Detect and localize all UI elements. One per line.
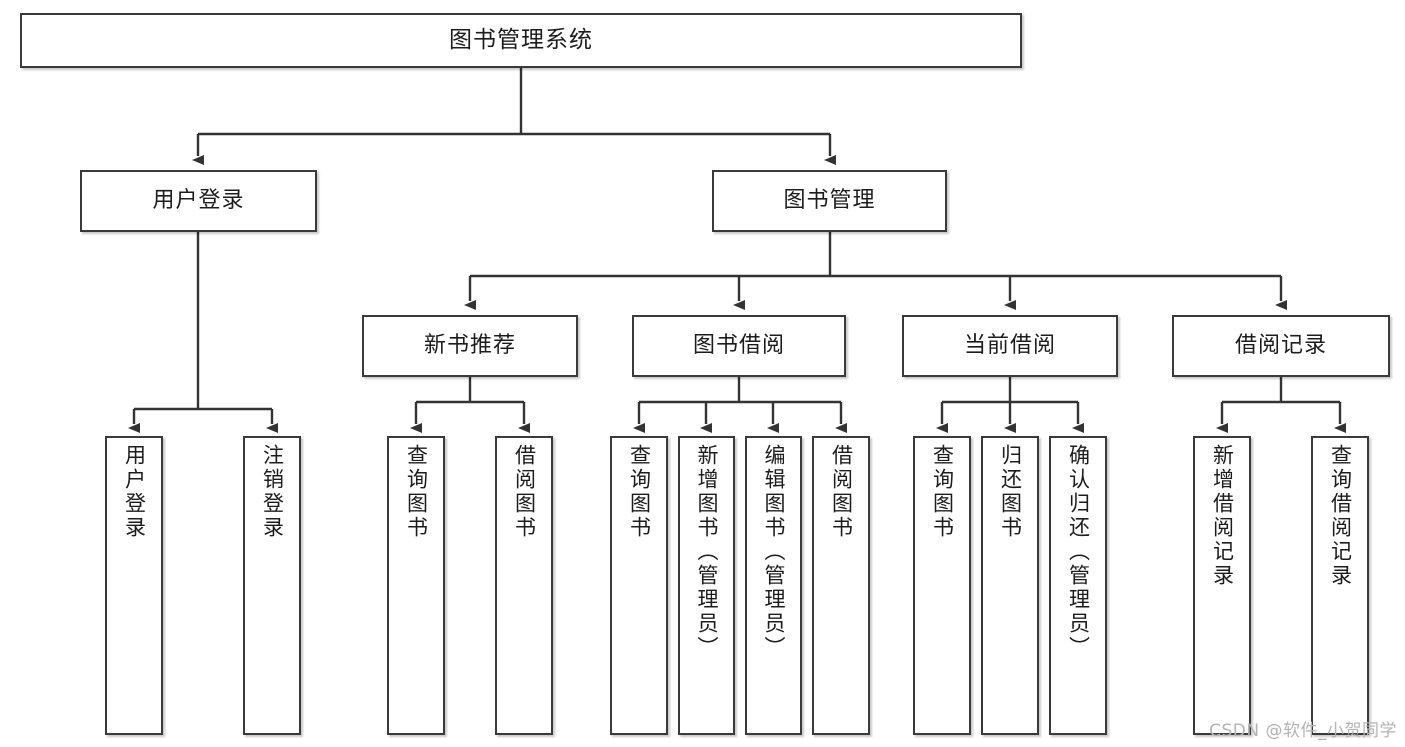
node-borrow-record[interactable]: 借阅记录 (1172, 315, 1390, 377)
node-book-management[interactable]: 图书管理 (712, 170, 947, 232)
leaf-query-book-borrow[interactable]: 查询图书 (610, 436, 668, 735)
leaf-logout[interactable]: 注销登录 (243, 436, 301, 735)
node-current-borrow[interactable]: 当前借阅 (902, 315, 1118, 377)
csdn-watermark: CSDN @软件_小贺同学 (1209, 721, 1397, 741)
node-new-book-recommend[interactable]: 新书推荐 (362, 315, 578, 377)
leaf-add-borrow-record[interactable]: 新增借阅记录 (1193, 436, 1251, 735)
node-book-borrow[interactable]: 图书借阅 (632, 315, 846, 377)
leaf-query-book-current[interactable]: 查询图书 (913, 436, 971, 735)
leaf-query-book-recommend[interactable]: 查询图书 (387, 436, 445, 735)
leaf-borrow-book-recommend[interactable]: 借阅图书 (495, 436, 553, 735)
leaf-edit-book-admin[interactable]: 编辑图书（管理员） (745, 436, 802, 735)
node-user-login[interactable]: 用户登录 (80, 170, 317, 232)
leaf-borrow-book[interactable]: 借阅图书 (812, 436, 870, 735)
leaf-confirm-return-admin[interactable]: 确认归还（管理员） (1049, 436, 1107, 735)
node-root-system[interactable]: 图书管理系统 (20, 13, 1022, 68)
leaf-return-book[interactable]: 归还图书 (981, 436, 1039, 735)
leaf-add-book-admin[interactable]: 新增图书（管理员） (678, 436, 735, 735)
leaf-query-borrow-record[interactable]: 查询借阅记录 (1311, 436, 1369, 735)
leaf-user-login[interactable]: 用户登录 (105, 436, 163, 735)
